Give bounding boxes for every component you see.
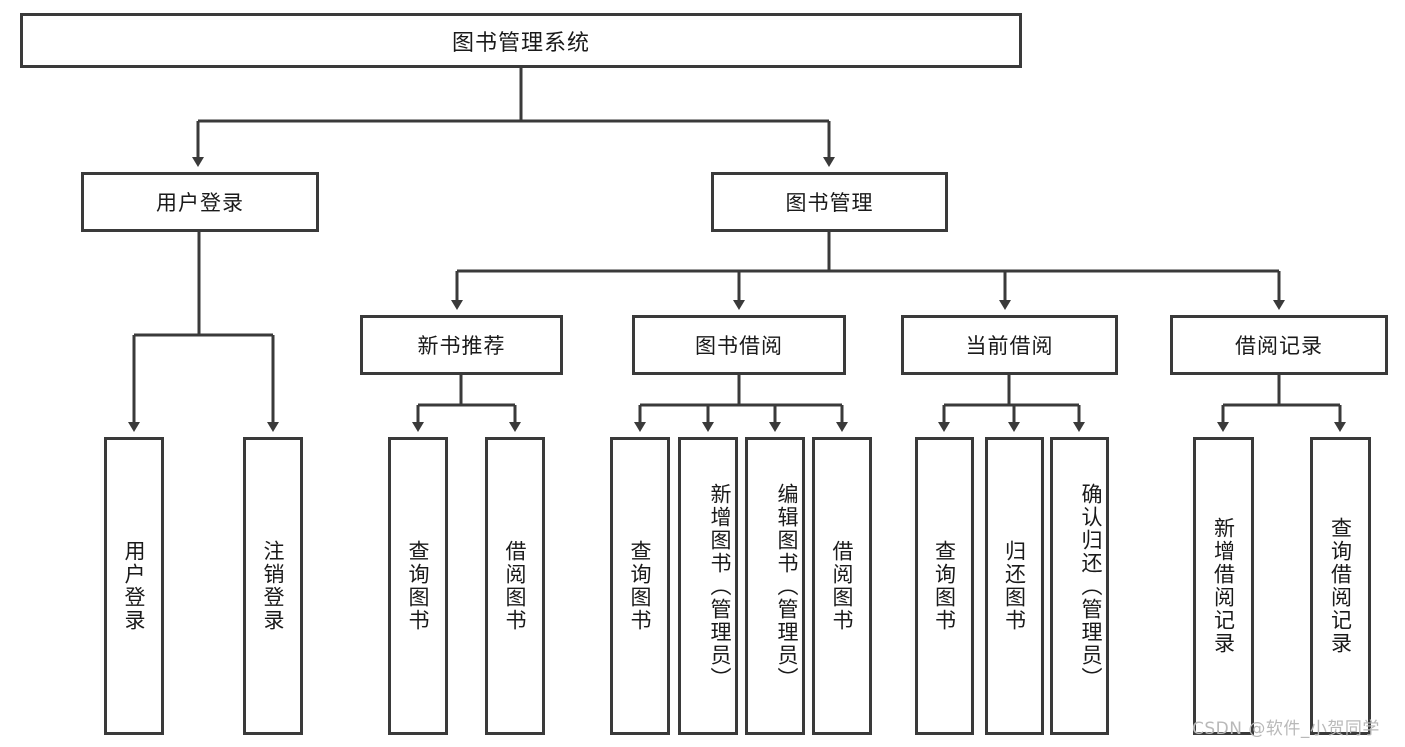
node-leaf-return-book-label: 归还图书	[1002, 540, 1027, 632]
node-user-login[interactable]: 用户登录	[81, 172, 319, 232]
node-leaf-query-book-2[interactable]: 查询图书	[610, 437, 670, 735]
node-leaf-add-book-label: 新增图书（管理员）	[708, 482, 732, 690]
node-leaf-add-record[interactable]: 新增借阅记录	[1193, 437, 1254, 735]
node-new-book-rec-label: 新书推荐	[417, 334, 506, 358]
node-book-manage-label: 图书管理	[785, 191, 874, 215]
node-user-login-label: 用户登录	[156, 191, 244, 215]
node-book-borrow[interactable]: 图书借阅	[632, 315, 846, 375]
node-leaf-logout[interactable]: 注销登录	[243, 437, 303, 735]
node-book-manage[interactable]: 图书管理	[711, 172, 948, 232]
node-leaf-user-login-label: 用户登录	[122, 540, 146, 632]
node-current-borrow[interactable]: 当前借阅	[901, 315, 1118, 375]
node-leaf-edit-book[interactable]: 编辑图书（管理员）	[745, 437, 805, 735]
node-leaf-confirm-return[interactable]: 确认归还（管理员）	[1050, 437, 1109, 735]
watermark: CSDN @软件_小贺同学	[1192, 719, 1380, 739]
node-new-book-rec[interactable]: 新书推荐	[360, 315, 563, 375]
node-leaf-confirm-return-label: 确认归还（管理员）	[1079, 482, 1103, 690]
node-leaf-add-record-label: 新增借阅记录	[1211, 517, 1236, 655]
node-current-borrow-label: 当前借阅	[965, 334, 1054, 358]
node-book-borrow-label: 图书借阅	[695, 334, 783, 358]
node-root-label: 图书管理系统	[451, 30, 590, 56]
node-root[interactable]: 图书管理系统	[20, 13, 1022, 68]
node-leaf-borrow-book-2[interactable]: 借阅图书	[812, 437, 872, 735]
node-leaf-borrow-book-1[interactable]: 借阅图书	[485, 437, 545, 735]
node-leaf-query-book-1[interactable]: 查询图书	[388, 437, 448, 735]
node-leaf-logout-label: 注销登录	[261, 540, 285, 632]
node-leaf-add-book[interactable]: 新增图书（管理员）	[678, 437, 738, 735]
node-borrow-record-label: 借阅记录	[1235, 334, 1323, 358]
node-leaf-query-record[interactable]: 查询借阅记录	[1310, 437, 1371, 735]
node-leaf-borrow-book-1-label: 借阅图书	[503, 540, 527, 632]
node-leaf-query-book-1-label: 查询图书	[406, 540, 430, 632]
node-leaf-query-book-3-label: 查询图书	[932, 540, 957, 632]
node-leaf-return-book[interactable]: 归还图书	[985, 437, 1044, 735]
node-leaf-query-record-label: 查询借阅记录	[1328, 517, 1353, 655]
node-leaf-edit-book-label: 编辑图书（管理员）	[775, 482, 799, 690]
node-leaf-query-book-3[interactable]: 查询图书	[915, 437, 974, 735]
node-leaf-borrow-book-2-label: 借阅图书	[830, 540, 854, 632]
node-leaf-query-book-2-label: 查询图书	[628, 540, 652, 632]
node-borrow-record[interactable]: 借阅记录	[1170, 315, 1388, 375]
node-leaf-user-login[interactable]: 用户登录	[104, 437, 164, 735]
